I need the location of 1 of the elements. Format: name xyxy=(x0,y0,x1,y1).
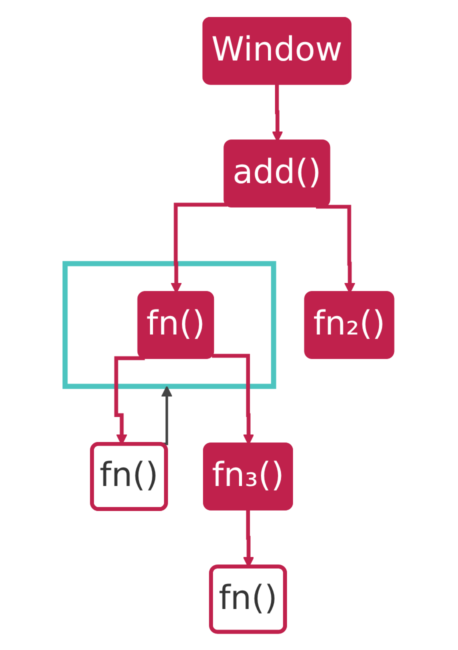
cluster xyxy=(62,261,276,389)
